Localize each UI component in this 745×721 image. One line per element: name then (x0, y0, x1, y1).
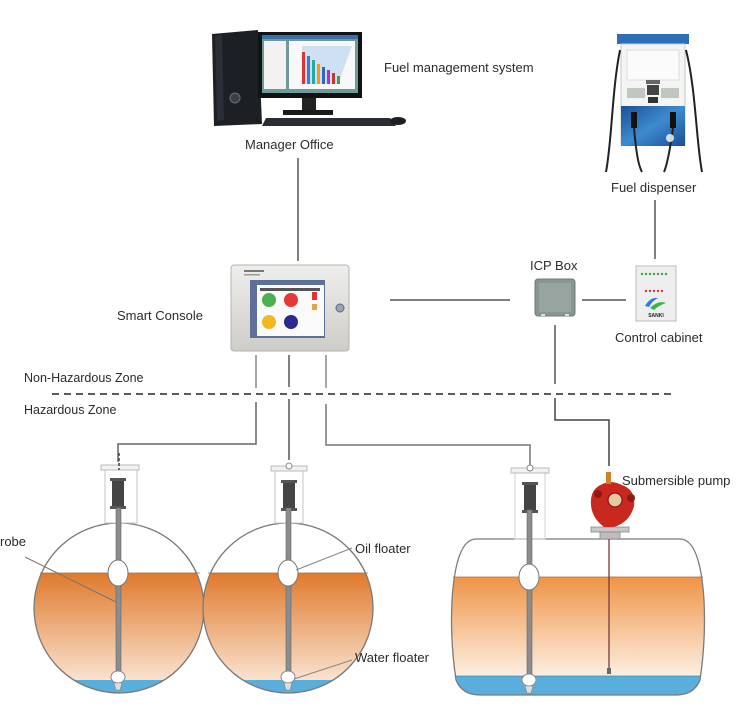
probe-label: robe (0, 534, 27, 549)
smart-console-label: Smart Console (117, 308, 203, 323)
oil-floater-pointer (295, 547, 353, 571)
monitor-bar-chart-icon (302, 46, 352, 84)
water-floater-pointer (293, 659, 353, 680)
icp-box-icon (534, 278, 576, 317)
fuel-dispenser-icon (605, 34, 703, 173)
tank-1 (24, 453, 205, 694)
submersible-pump-icon (590, 472, 635, 674)
icp-box-label: ICP Box (530, 258, 578, 273)
probe-icon (100, 453, 140, 691)
submersible-pump-label: Submersible pump (622, 473, 731, 488)
cabinet-brand-text: SANKI (648, 313, 664, 319)
hazardous-zone-label: Hazardous Zone (24, 403, 117, 417)
probe-icon (510, 464, 550, 694)
tank-3 (450, 464, 706, 696)
tank-2 (202, 462, 374, 694)
manager-office-label: Manager Office (245, 137, 334, 152)
fuel-management-system-label: Fuel management system (384, 60, 534, 75)
connection-lines (117, 158, 656, 466)
oil-floater-label: Oil floater (355, 541, 411, 556)
non-hazardous-zone-label: Non-Hazardous Zone (24, 371, 144, 385)
control-cabinet-icon: SANKI (635, 265, 677, 322)
control-cabinet-label: Control cabinet (615, 330, 703, 345)
probe-pointer (24, 556, 117, 603)
sanki-logo-icon: SANKI (645, 297, 666, 319)
probe-icon (270, 462, 308, 691)
computer-icon (212, 30, 406, 126)
smart-console-icon (230, 264, 350, 352)
fuel-dispenser-label: Fuel dispenser (611, 180, 697, 195)
water-floater-label: Water floater (355, 650, 429, 665)
